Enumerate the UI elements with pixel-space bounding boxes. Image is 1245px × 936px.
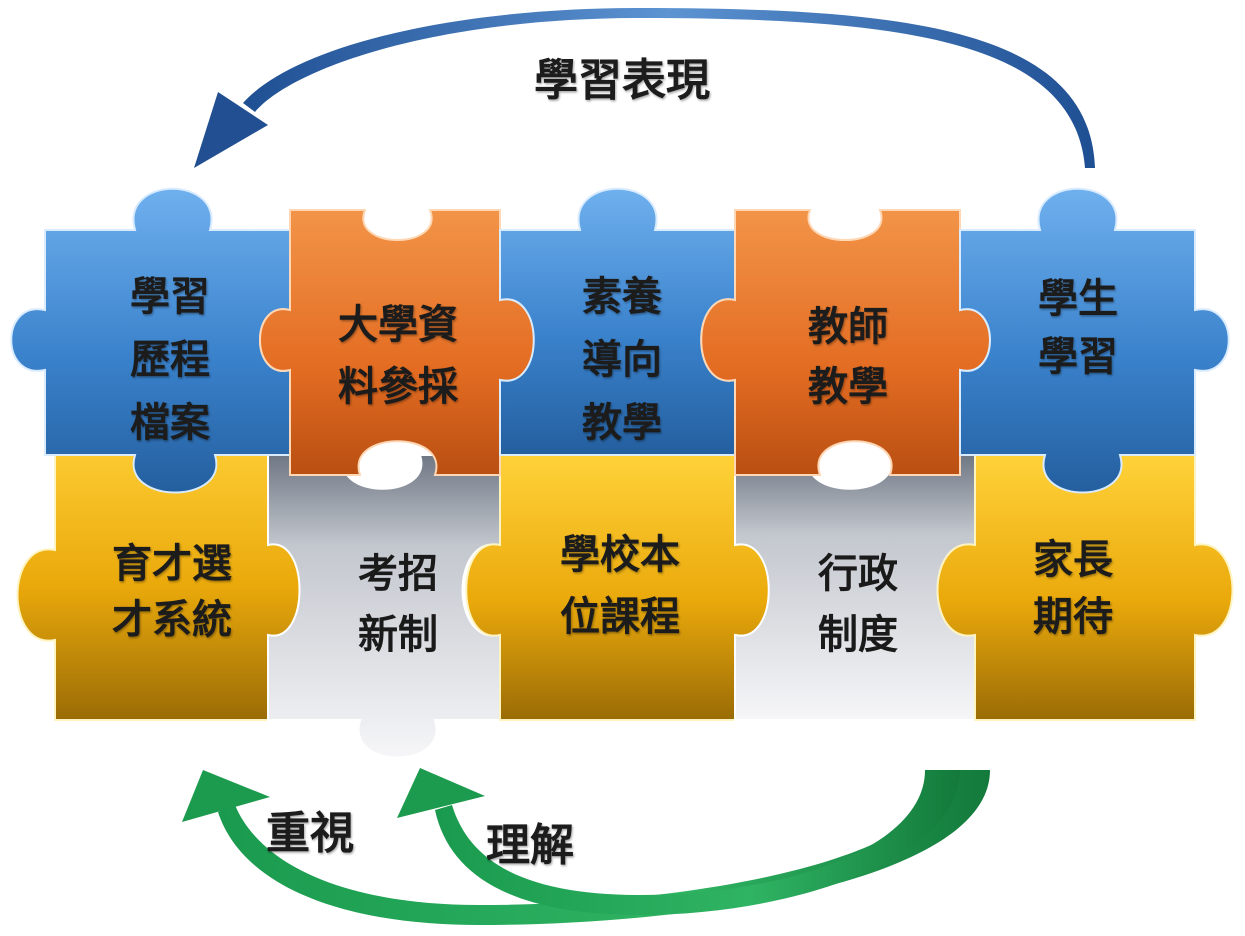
piece-univ-admission-ref: 大學資 料參採 [259,209,539,476]
piece-parent-expectation: 家長 期待 [936,454,1234,721]
piece-talent-selection: 育才選 才系統 [16,420,325,721]
bottom-arrow-inner-head [397,768,485,818]
piece-portfolio-line-1: 學習 [130,274,210,320]
top-arrow-label: 學習表現 [534,55,710,106]
piece-univ-admission-ref-line-1: 大學資 [338,302,458,348]
piece-new-exam-system-line-2: 新制 [358,612,438,658]
bottom-arrow-right-label: 理解 [486,820,574,871]
piece-univ-admission-ref-line-2: 料參採 [338,364,459,410]
piece-teacher-teaching: 教師 教學 [700,209,991,476]
piece-portfolio: 學習 歷程 檔案 [10,187,291,494]
piece-student-learning-line-2: 學習 [1038,334,1118,380]
bottom-arrow-left-label: 重視 [266,808,354,859]
piece-parent-expectation-shape [936,454,1234,721]
piece-talent-selection-line-2: 才系統 [112,597,232,643]
piece-portfolio-shape [10,187,291,494]
piece-talent-selection-line-1: 育才選 [112,541,232,587]
piece-admin-system: 行政 制度 [734,454,976,721]
piece-competency-teaching-line-1: 素養 [582,274,662,320]
bottom-row-pieces: 育才選 才系統 考招 新制 學校本 位課程 行政 制度 家長 期待 [16,420,1234,759]
piece-competency-teaching-line-2: 導向 [582,337,662,383]
piece-admin-system-line-1: 行政 [818,551,898,597]
bottom-arrow-inner-body [435,770,960,915]
top-arrow: 學習表現 [194,8,1095,168]
piece-school-curriculum-line-2: 位課程 [560,594,680,640]
piece-school-curriculum: 學校本 位課程 [465,454,774,721]
top-row-pieces: 學習 歷程 檔案 大學資 料參採 素養 導向 教學 教師 教學 學生 學習 [10,187,1230,494]
piece-teacher-teaching-line-1: 教師 [808,304,888,350]
piece-portfolio-line-3: 檔案 [130,400,211,446]
piece-student-learning-shape [959,187,1230,494]
piece-new-exam-system: 考招 新制 [267,454,501,759]
piece-new-exam-system-shape [267,454,501,759]
piece-parent-expectation-line-1: 家長 [1033,537,1114,583]
piece-parent-expectation-line-2: 期待 [1033,594,1113,640]
piece-new-exam-system-line-1: 考招 [358,551,438,597]
bottom-arrows: 重視 理解 [182,768,990,925]
bottom-arrow-outer-head [182,770,270,822]
piece-competency-teaching: 素養 導向 教學 [499,187,736,456]
piece-student-learning-line-1: 學生 [1038,276,1118,322]
piece-admin-system-line-2: 制度 [818,612,898,658]
top-arrow-head [194,92,268,168]
piece-teacher-teaching-line-2: 教學 [808,364,888,410]
piece-school-curriculum-shape [465,454,774,721]
piece-teacher-teaching-shape [700,209,991,476]
piece-student-learning: 學生 學習 [959,187,1230,494]
piece-portfolio-line-2: 歷程 [130,337,210,383]
piece-school-curriculum-line-1: 學校本 [560,532,680,578]
piece-competency-teaching-line-3: 教學 [582,400,662,446]
